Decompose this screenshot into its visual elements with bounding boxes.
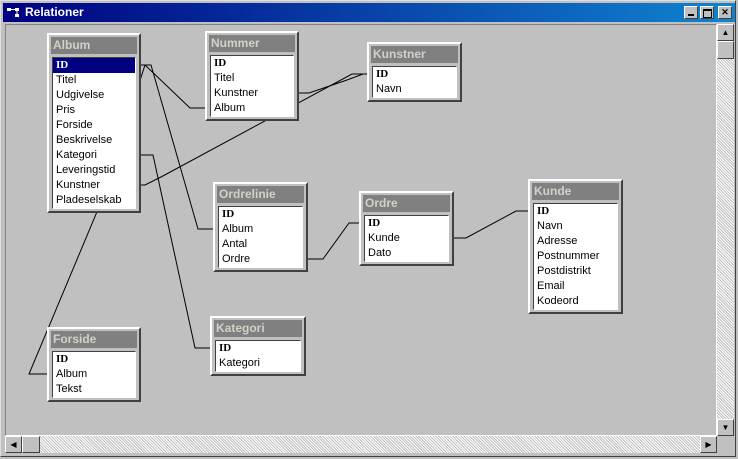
field-nummer-kunstner[interactable]: Kunstner [214,87,259,99]
field-kunde-adresse[interactable]: Adresse [537,235,578,247]
relationship-lines [28,64,528,375]
maximize-button[interactable] [700,6,714,19]
field-kunde-id[interactable]: ID [537,205,550,217]
field-ordrelinie-id[interactable]: ID [222,208,235,220]
table-forside-title[interactable]: Forside [51,331,137,348]
relationship-line-album-kategori[interactable] [141,154,210,349]
vertical-scroll-thumb[interactable] [717,41,734,59]
scroll-left-button[interactable]: ◀ [5,436,22,453]
field-ordre-kunde[interactable]: Kunde [368,232,400,244]
relationship-line-album-ordrelinie[interactable] [141,64,213,230]
field-ordrelinie-album[interactable]: Album [222,223,254,235]
field-kunde-postdistrikt[interactable]: Postdistrikt [537,265,591,277]
field-forside-tekst[interactable]: Tekst [56,383,82,395]
field-album-kunstner[interactable]: Kunstner [56,179,101,191]
field-album-forside[interactable]: Forside [56,119,93,131]
field-kunde-navn[interactable]: Navn [537,220,563,232]
relationship-line-album-forside[interactable] [28,64,146,375]
field-album-pladeselskab[interactable]: Pladeselskab [56,194,122,206]
close-icon: ✕ [721,7,729,17]
table-ordrelinie-title[interactable]: Ordrelinie [217,186,304,203]
relationship-line-ordrelinie-ordre[interactable] [308,222,359,260]
field-album-id[interactable]: ID [53,58,135,73]
minimize-button[interactable] [684,6,698,19]
table-kategori-title[interactable]: Kategori [214,320,302,337]
field-forside-id[interactable]: ID [56,353,69,365]
field-ordrelinie-ordre[interactable]: Ordre [222,253,251,265]
arrow-right-icon: ▶ [705,440,712,449]
field-album-leveringstid[interactable]: Leveringstid [56,164,116,176]
table-album-title[interactable]: Album [51,37,137,54]
field-kategori-id[interactable]: ID [219,342,232,354]
field-album-kategori[interactable]: Kategori [56,149,97,161]
arrow-left-icon: ◀ [10,440,17,449]
field-kunstner-id[interactable]: ID [376,68,389,80]
table-kunde-title[interactable]: Kunde [532,183,619,200]
relationship-line-album-nummer[interactable] [141,64,205,109]
minimize-icon [688,14,694,16]
arrow-up-icon: ▲ [721,28,730,37]
table-kategori-field-list[interactable]: ID Kategori [215,340,301,372]
maximize-icon [702,9,712,18]
field-kunde-postnummer[interactable]: Postnummer [537,250,600,262]
field-kunde-kodeord[interactable]: Kodeord [537,295,579,307]
table-kunstner-field-list[interactable]: ID Navn [372,66,457,98]
field-kategori-kategori[interactable]: Kategori [219,357,260,369]
field-ordre-dato[interactable]: Dato [368,247,392,259]
field-ordrelinie-antal[interactable]: Antal [222,238,248,250]
table-nummer-title[interactable]: Nummer [209,35,295,52]
arrow-down-icon: ▼ [721,423,730,432]
scroll-right-button[interactable]: ▶ [700,436,717,453]
window-title: Relationer [25,5,84,19]
field-kunstner-navn[interactable]: Navn [376,83,402,95]
field-nummer-titel[interactable]: Titel [214,72,235,84]
table-kunstner-title[interactable]: Kunstner [371,46,458,63]
field-forside-album[interactable]: Album [56,368,88,380]
relationships-app-icon [7,8,19,17]
table-ordre-title[interactable]: Ordre [363,195,450,212]
field-ordre-id[interactable]: ID [368,217,381,229]
relationship-line-ordre-kunde[interactable] [454,210,528,239]
scroll-corner [717,436,734,453]
horizontal-scroll-thumb[interactable] [22,436,40,453]
scroll-up-button[interactable]: ▲ [717,24,734,41]
horizontal-scrollbar[interactable]: ◀ ▶ [5,436,717,453]
scroll-down-button[interactable]: ▼ [717,419,734,436]
vertical-scrollbar[interactable]: ▲ ▼ [717,24,734,436]
field-kunde-email[interactable]: Email [537,280,565,292]
title-bar[interactable]: Relationer ✕ [3,3,735,22]
field-nummer-album[interactable]: Album [214,102,246,114]
field-album-beskrivelse[interactable]: Beskrivelse [56,134,113,146]
close-button[interactable]: ✕ [718,6,732,19]
field-album-udgivelse[interactable]: Udgivelse [56,89,105,101]
relationship-line-nummer-kunstner[interactable] [299,73,367,94]
field-album-pris[interactable]: Pris [56,104,75,116]
field-album-titel[interactable]: Titel [56,74,77,86]
field-nummer-id[interactable]: ID [214,57,227,69]
